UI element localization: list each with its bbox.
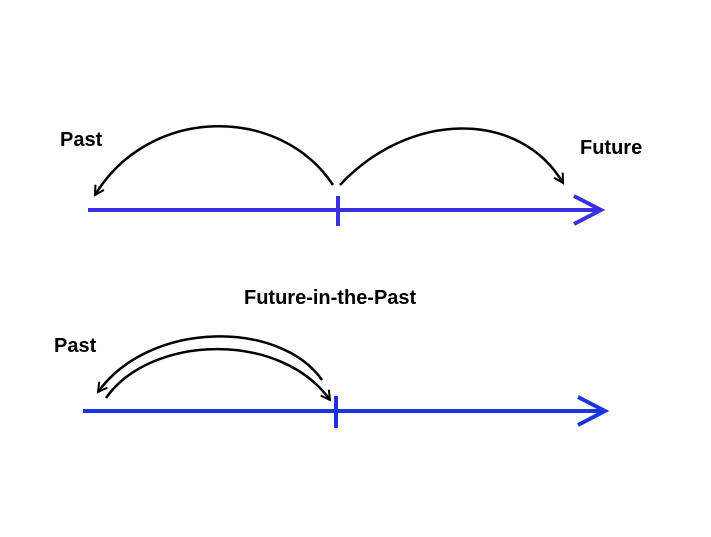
bottom-past-label: Past [54,335,97,357]
top-timeline [88,194,606,226]
bottom-timeline-arrowhead [577,395,610,427]
top-arc-to-past [95,124,335,195]
top-arc-to-future [339,127,565,186]
top-future-label: Future [580,137,643,159]
top-timeline-arrowhead [573,194,606,226]
bottom-timeline [83,395,610,428]
top-past-label: Past [60,129,103,151]
bottom-arc-to-future-in-past [104,347,330,400]
bottom-arc-to-past [98,335,324,392]
future-in-the-past-title: Future-in-the-Past [244,287,417,309]
